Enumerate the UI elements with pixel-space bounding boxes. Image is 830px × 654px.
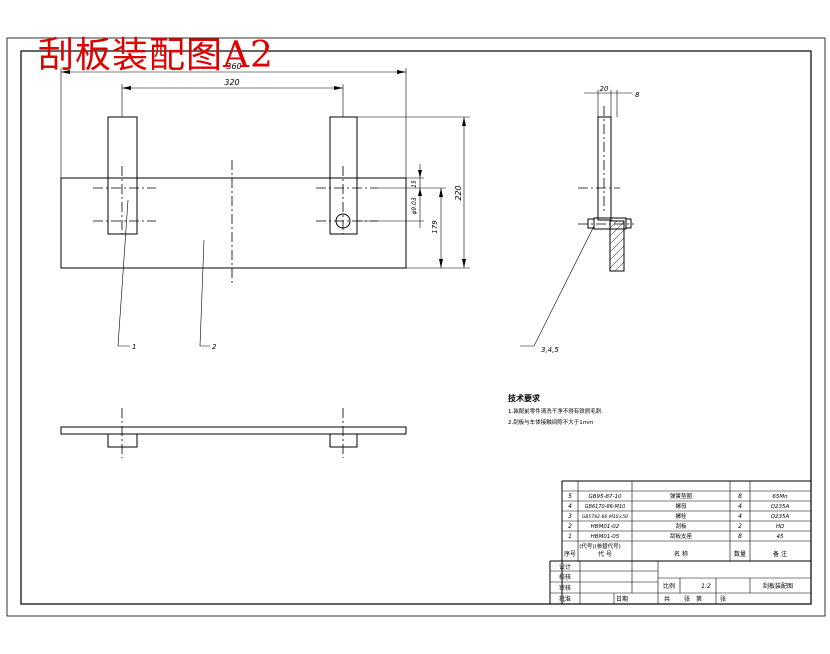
- bom-row-2-no: 4: [568, 503, 572, 510]
- bom-row-1-code: GB95-87-10: [589, 494, 623, 500]
- bom-table: 5 GB95-87-10 弹簧垫圈 8 65Mn 4 GB6170-86-M10…: [550, 480, 812, 605]
- bom-row-1-mat: 65Mn: [772, 494, 788, 500]
- bom-row-3-mat: Q235A: [771, 514, 790, 520]
- tb-scale-value: 1:2: [701, 583, 711, 590]
- bom-row-3-name: 螺栓: [675, 512, 687, 520]
- bom-header-no: 序号: [564, 550, 576, 558]
- bom-row-2-name: 螺母: [675, 502, 687, 510]
- tb-check: 校核: [559, 573, 571, 581]
- bom-row-1-qty: 8: [738, 493, 742, 500]
- bom-row-3-code: GB5782-86-M10×50: [582, 514, 628, 520]
- tech-item-1: 1.装配前零件清洗干净不得有铁屑毛刺.: [508, 407, 603, 415]
- bom-row-3-qty: 4: [738, 513, 742, 520]
- bom-header-qty: 数量: [734, 550, 746, 558]
- side-view: 20 8 3,4,5: [520, 85, 640, 354]
- tb-sheet-label: 张: [684, 595, 690, 603]
- bom-code-sub: (代号)(参替代号): [579, 542, 621, 550]
- bom-row-2-qty: 4: [738, 503, 742, 510]
- bom-row-4-qty: 2: [738, 523, 742, 530]
- bom-row-4-name: 刮板: [675, 522, 687, 530]
- dim-hole-dia: φ9.03: [411, 197, 418, 215]
- bom-header-name: 名 称: [674, 550, 688, 558]
- tb-drawing-name: 刮板装配图: [763, 582, 793, 590]
- front-view: 360 320 220 179 15 φ9.03 1 2: [60, 62, 470, 351]
- tb-sheet-end: 张: [720, 595, 726, 603]
- bom-row-4-mat: HD: [776, 524, 784, 530]
- bom-row-5-qty: 8: [738, 533, 742, 540]
- bom-row-4-code: HBM01-02: [591, 524, 620, 530]
- top-view: [60, 408, 407, 458]
- support-left: [107, 116, 138, 235]
- bom-row-5-code: HBM01-05: [591, 534, 620, 540]
- title-block: 设计 校核 审核 批准 日期 比例 1:2 刮板装配图 共 张 第 张: [549, 561, 811, 604]
- tb-audit: 审核: [559, 584, 571, 592]
- scraper-plate: [60, 177, 407, 269]
- dim-20: 20: [600, 85, 609, 93]
- bom-row-5-name: 刮板支座: [670, 532, 693, 540]
- balloon-2: 2: [212, 343, 217, 351]
- tb-design: 设计: [559, 563, 571, 571]
- dim-360: 360: [226, 62, 241, 71]
- bom-row-5-mat: 45: [777, 534, 784, 540]
- inner-frame: [20, 50, 812, 605]
- bom-row-2-mat: Q235A: [771, 504, 790, 510]
- dim-8: 8: [635, 91, 640, 99]
- tb-scale-label: 比例: [663, 582, 675, 590]
- dim-15: 15: [411, 180, 418, 188]
- drawing-title: 刮板装配图A2: [38, 35, 274, 76]
- bom-row-4-no: 2: [568, 523, 572, 530]
- technical-requirements: 技术要求 1.装配前零件清洗干净不得有铁屑毛刺. 2.刮板与车体接触间隙不大于1…: [508, 393, 603, 426]
- dim-179: 179: [431, 220, 439, 234]
- bom-header-mat: 备 注: [773, 550, 787, 558]
- support-right: [329, 116, 358, 235]
- outer-frame: [6, 37, 826, 617]
- tech-item-2: 2.刮板与车体接触间隙不大于1mm: [508, 418, 593, 426]
- bom-row-3-no: 3: [568, 513, 572, 520]
- bom-row-1-no: 5: [568, 493, 572, 500]
- tb-sheet-total: 共: [664, 595, 670, 603]
- tb-date-label: 日期: [616, 595, 628, 603]
- tb-approve: 批准: [559, 595, 571, 603]
- balloon-1: 1: [132, 343, 136, 351]
- bom-row-1-name: 弹簧垫圈: [670, 492, 693, 500]
- dim-220: 220: [454, 185, 463, 200]
- dim-320: 320: [224, 78, 239, 87]
- tb-sheet-no: 第: [696, 595, 702, 603]
- bom-header-code: 代 号: [598, 550, 612, 558]
- tech-heading: 技术要求: [508, 393, 541, 403]
- bom-row-5-no: 1: [568, 533, 572, 540]
- balloon-345: 3,4,5: [541, 346, 559, 354]
- bom-row-2-code: GB6170-86-M10: [585, 504, 626, 510]
